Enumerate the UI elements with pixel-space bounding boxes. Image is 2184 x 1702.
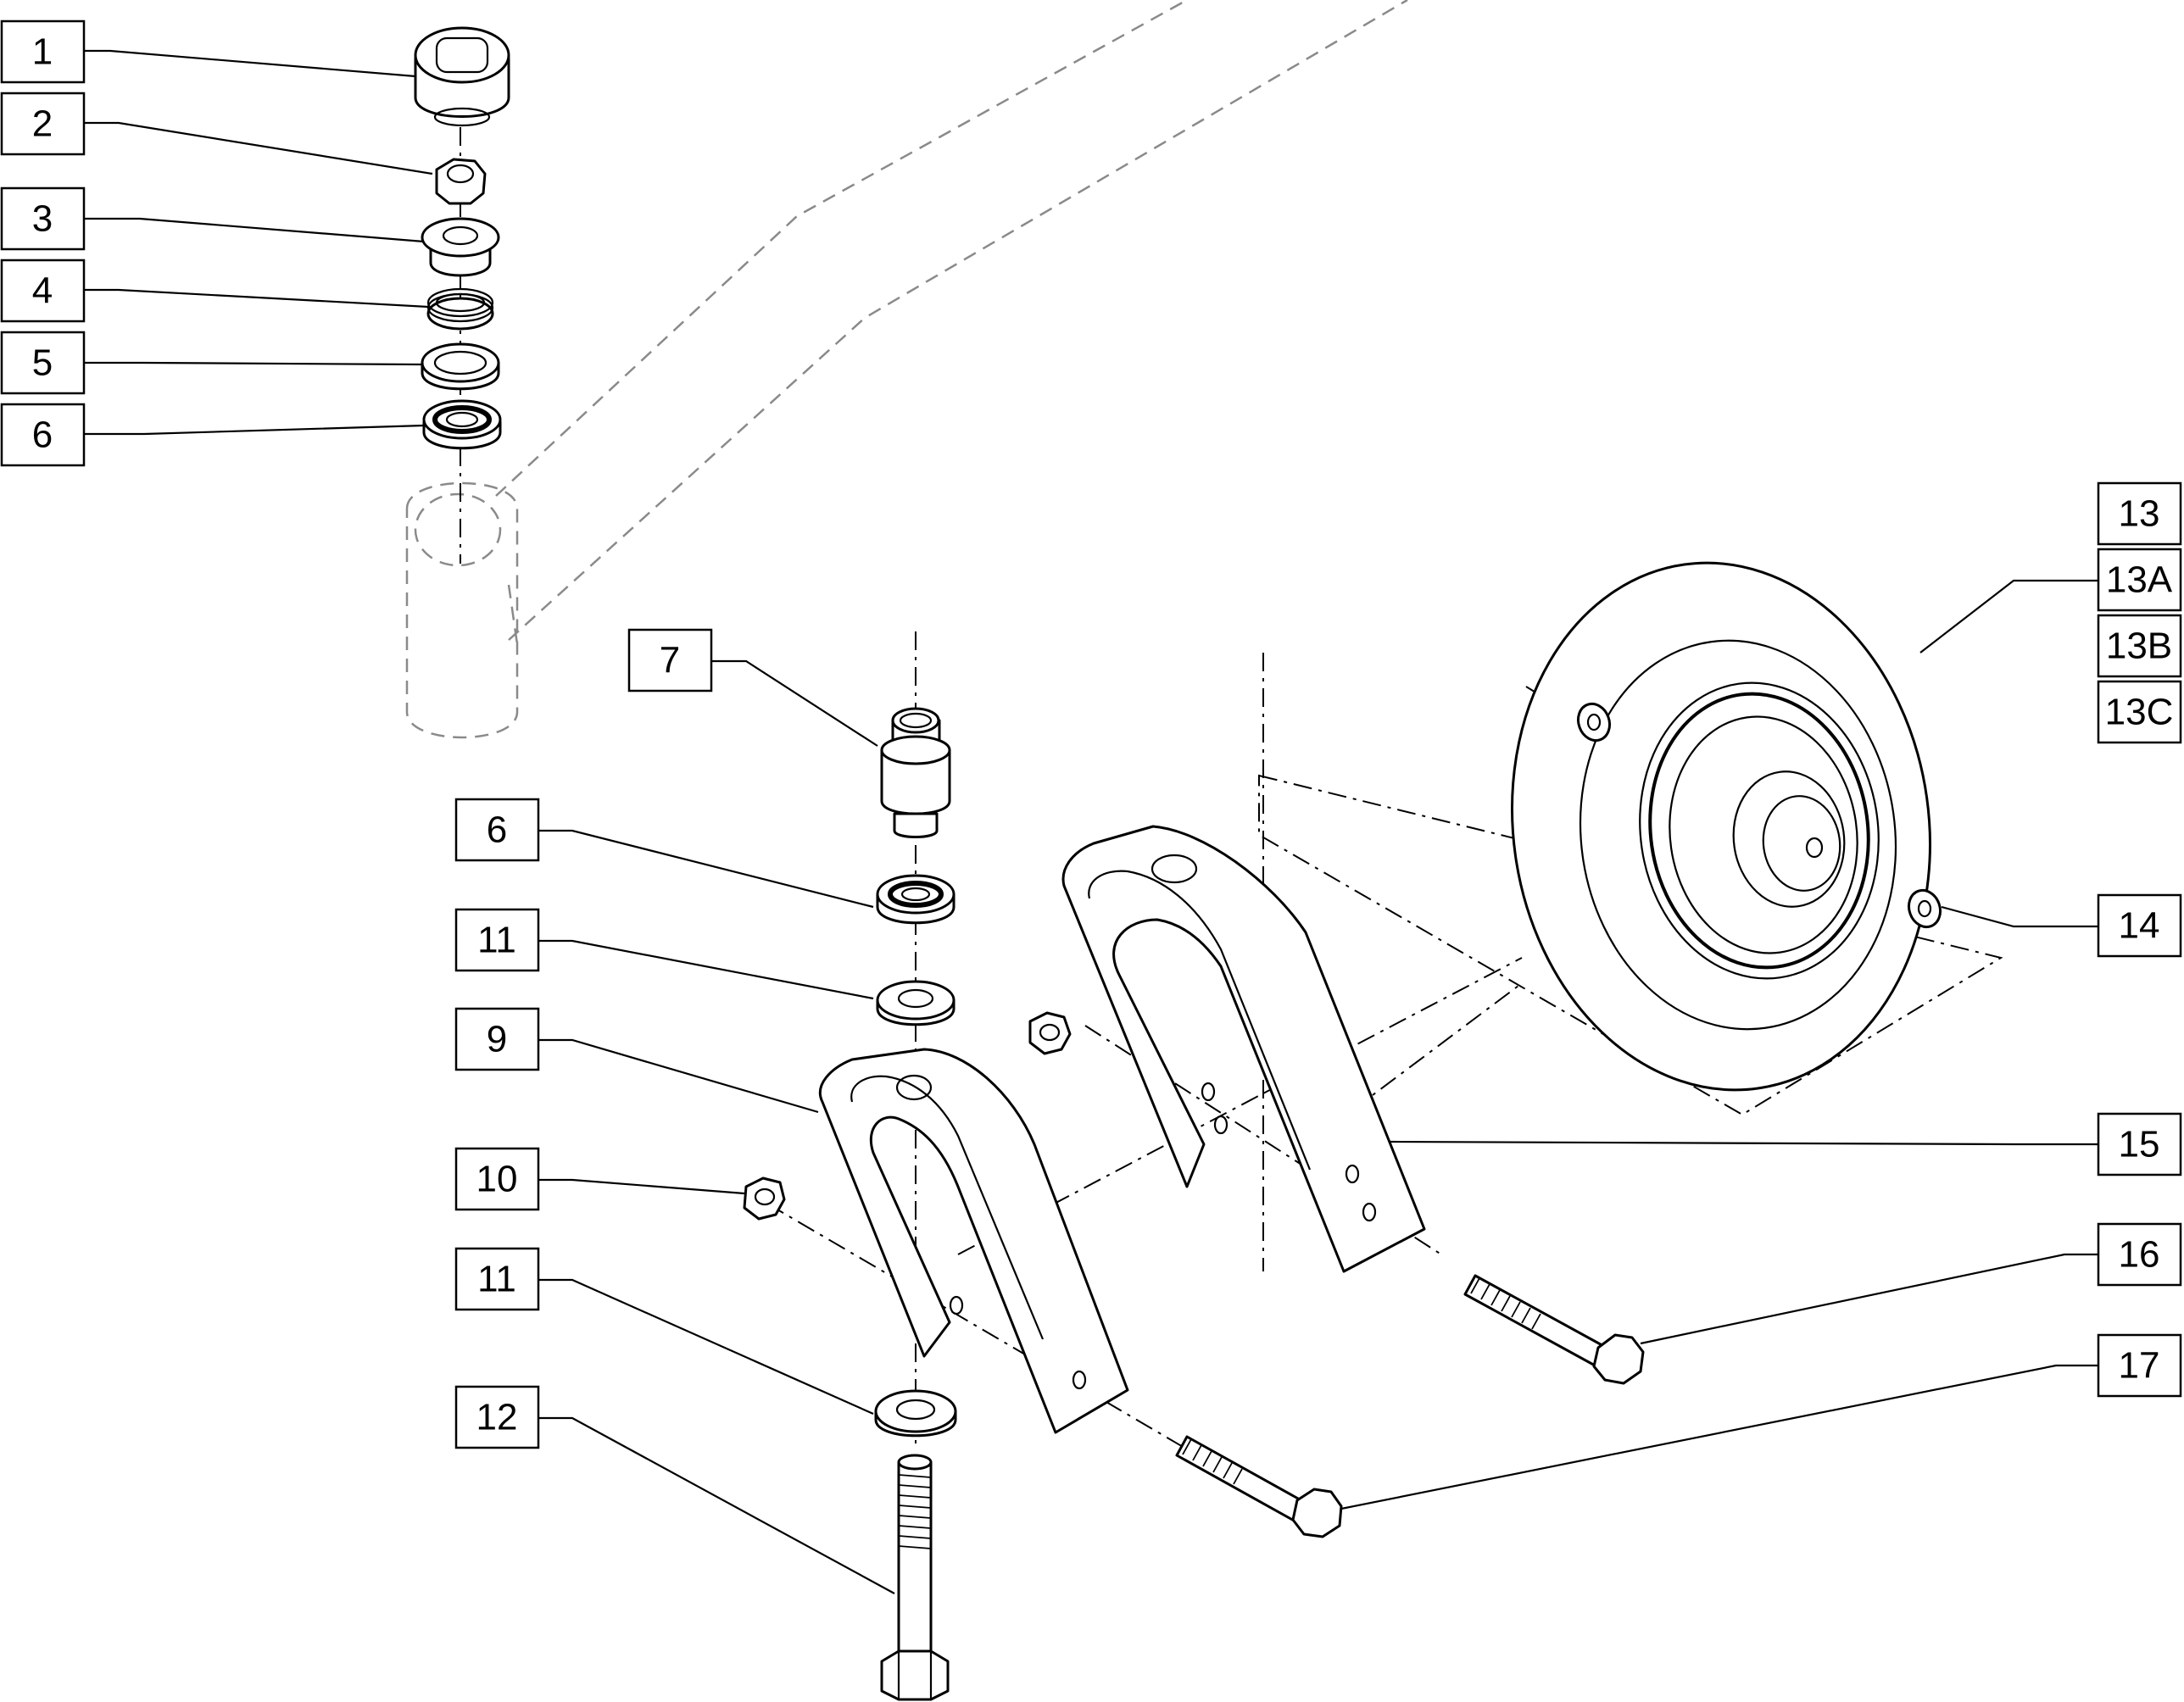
part-11-washer-upper [876, 980, 956, 1026]
part-6-bearing-upper [422, 399, 502, 450]
label-13: 13 [2097, 481, 2182, 546]
part-12-pivot-bolt [880, 1454, 950, 1701]
label-17: 17 [2097, 1333, 2182, 1398]
svg-text:3: 3 [32, 198, 53, 240]
svg-text:13B: 13B [2106, 626, 2172, 667]
leader-lines [85, 49, 2098, 1594]
part-11-washer-lower [874, 1389, 957, 1438]
part-4-spring [426, 287, 494, 331]
label-9: 9 [454, 1007, 540, 1071]
svg-text:13C: 13C [2105, 692, 2174, 733]
svg-text:10: 10 [476, 1159, 518, 1200]
frame-outline-hidden [405, 0, 1408, 739]
part-14-spacer [1576, 702, 1942, 929]
label-7: 7 [627, 628, 713, 692]
label-13b: 13B [2097, 614, 2182, 678]
svg-text:9: 9 [487, 1019, 507, 1060]
svg-text:14: 14 [2119, 905, 2160, 947]
part-5-washer [421, 342, 500, 391]
svg-text:13: 13 [2119, 493, 2160, 535]
label-10: 10 [454, 1147, 540, 1211]
svg-text:15: 15 [2119, 1124, 2160, 1165]
svg-text:17: 17 [2119, 1345, 2160, 1387]
svg-text:11: 11 [477, 1259, 516, 1300]
part-3-bushing [421, 217, 500, 277]
svg-text:1: 1 [32, 31, 53, 73]
label-16: 16 [2097, 1222, 2182, 1287]
label-11-upper: 11 [454, 908, 540, 972]
svg-text:16: 16 [2119, 1234, 2160, 1276]
svg-text:4: 4 [32, 270, 53, 312]
part-1-cap [414, 26, 510, 127]
svg-text:2: 2 [32, 103, 53, 145]
label-3: 3 [0, 186, 86, 251]
label-6-upper: 6 [0, 403, 86, 467]
label-13a: 13A [2097, 548, 2182, 612]
label-11-lower: 11 [454, 1247, 540, 1311]
label-12: 12 [454, 1385, 540, 1449]
part-7-spindle [880, 707, 951, 838]
label-4: 4 [0, 259, 86, 323]
part-16-axle-bolt [1463, 1274, 1645, 1385]
svg-text:5: 5 [32, 342, 53, 384]
part-13-wheel [1511, 561, 1931, 1092]
svg-text:12: 12 [476, 1397, 518, 1438]
label-5: 5 [0, 331, 86, 395]
label-6-lower: 6 [454, 798, 540, 862]
svg-text:7: 7 [660, 640, 680, 681]
fork-lock-nut [1028, 1011, 1072, 1055]
label-2: 2 [0, 92, 86, 156]
label-13c: 13C [2097, 680, 2182, 744]
label-1: 1 [0, 19, 86, 84]
svg-text:6: 6 [32, 414, 53, 456]
part-9-fork [819, 1048, 1129, 1434]
part-2-nut [435, 158, 487, 205]
svg-text:11: 11 [477, 920, 516, 961]
part-10-lock-nut [743, 1176, 786, 1221]
label-14: 14 [2097, 893, 2182, 958]
part-15-wheel-fork [1061, 825, 1426, 1273]
part-17-fork-bolt [1175, 1435, 1343, 1538]
part-6-bearing-lower [876, 874, 956, 925]
svg-text:13A: 13A [2106, 559, 2173, 601]
label-15: 15 [2097, 1112, 2182, 1176]
svg-text:6: 6 [487, 809, 507, 851]
